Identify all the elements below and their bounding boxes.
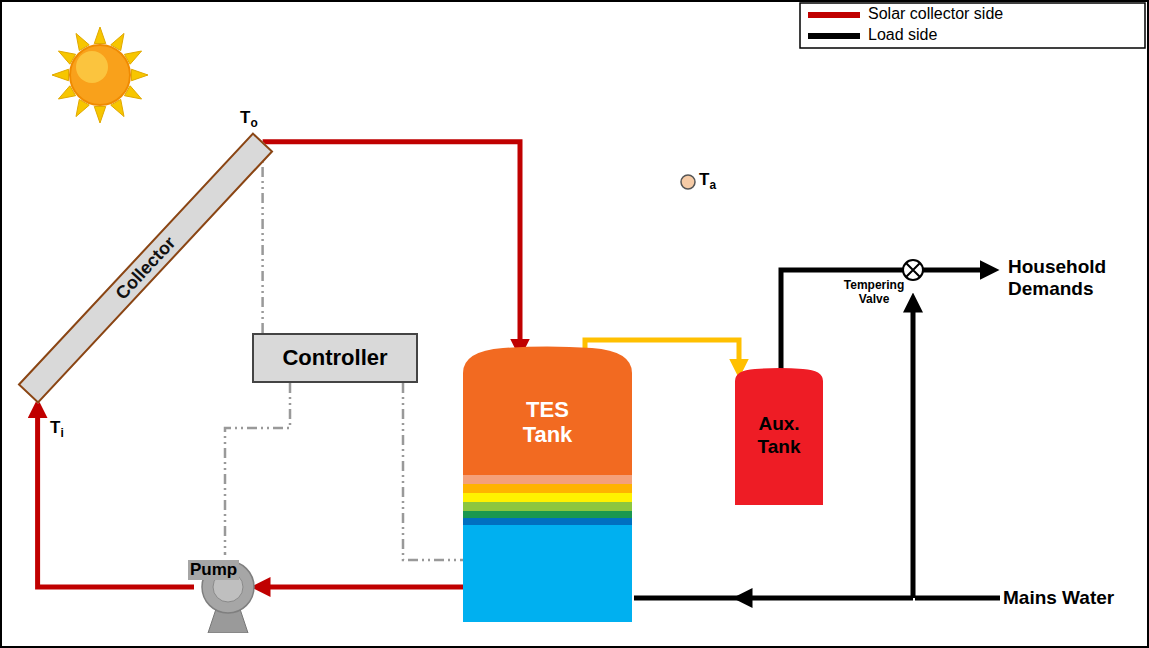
controller-box: Controller [252,333,418,383]
pump: Pump [180,555,270,633]
aux-tank: Aux. Tank [735,367,823,505]
node-shape [463,345,632,622]
tempering-valve [903,260,923,280]
temperature-label: To [240,108,258,131]
node-label: Pump [188,560,239,580]
temperature-label: Ta [699,170,716,193]
control-signal-line [225,383,290,555]
legend-box [800,3,1145,48]
control-signal-line [261,150,264,333]
pipe-connector [263,142,520,351]
legend-line-red [808,12,860,18]
legend-text: Load side [868,26,937,44]
pipe-connector [38,406,194,587]
temperature-label: Ti [50,418,64,441]
text-label: Household Demands [1008,256,1128,300]
node-label: TES Tank [503,397,593,448]
legend-text: Solar collector side [868,5,1003,23]
control-signal-line [403,383,463,560]
tes-tank: TES Tank [463,345,632,622]
text-label: Tempering Valve [843,279,905,307]
solar-collector: Collector [17,132,273,403]
text-label: Mains Water [1003,587,1114,609]
legend-line-black [808,33,860,39]
pipe-connector [258,585,463,590]
sun-icon [52,27,148,123]
node-label: Aux. Tank [744,413,814,459]
node-label: Collector [111,232,180,303]
node-label: Controller [282,345,387,371]
ambient-sensor [681,175,695,189]
load-pipes [634,270,1000,598]
